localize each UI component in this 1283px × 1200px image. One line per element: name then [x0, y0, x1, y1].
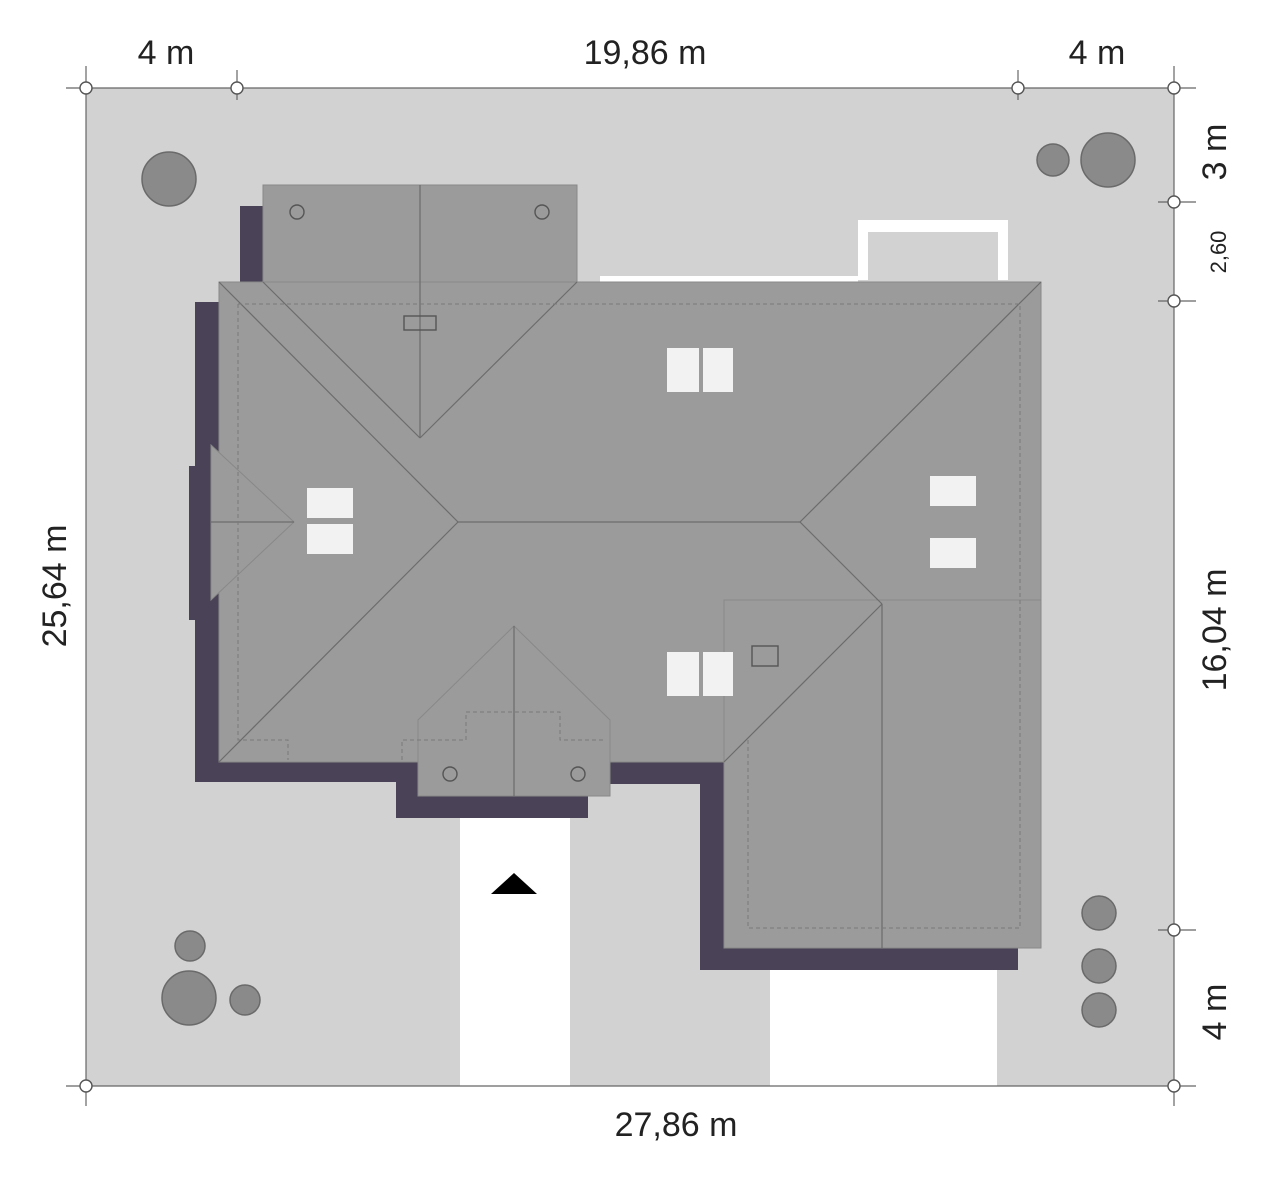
tree-icon	[1080, 132, 1136, 188]
roof-vent	[289, 204, 305, 220]
skylight	[930, 476, 976, 506]
terrace	[600, 220, 1008, 282]
tree-icon	[1081, 895, 1117, 931]
dim-right-bottom: 4 m	[1196, 984, 1234, 1041]
roof-vent	[534, 204, 550, 220]
driveway-gap	[770, 968, 997, 1086]
dim-top-center: 19,86 m	[584, 34, 707, 72]
roof-vent	[442, 766, 458, 782]
dim-top-left: 4 m	[138, 34, 195, 72]
chimney	[751, 645, 779, 667]
trees	[141, 132, 1136, 1028]
skylights	[307, 348, 976, 696]
dim-top-right: 4 m	[1069, 34, 1126, 72]
tree-icon	[1036, 143, 1070, 177]
skylight	[703, 652, 733, 696]
roof-vent	[570, 766, 586, 782]
dimension-markers	[79, 81, 1181, 1093]
dim-right-second: 2,60	[1206, 231, 1231, 274]
tree-icon	[229, 984, 261, 1016]
entrance-arrow-icon	[491, 873, 537, 894]
skylight	[703, 348, 733, 392]
tree-icon	[174, 930, 206, 962]
roof-ridges	[211, 185, 1042, 948]
tree-icon	[161, 970, 217, 1026]
skylight	[307, 488, 353, 518]
chimneys	[289, 204, 779, 782]
tree-icon	[141, 151, 197, 207]
tree-icon	[1081, 992, 1117, 1028]
building-walls	[189, 206, 1018, 970]
dim-left: 25,64 m	[36, 525, 74, 648]
skylight	[667, 348, 699, 392]
chimney	[403, 315, 437, 331]
entrance-path	[460, 818, 570, 1086]
roof-eaves	[237, 303, 1021, 929]
skylight	[667, 652, 699, 696]
skylight	[307, 524, 353, 554]
dim-right-middle: 16,04 m	[1196, 569, 1234, 692]
tree-icon	[1081, 948, 1117, 984]
dim-right-top: 3 m	[1196, 124, 1234, 181]
dim-bottom: 27,86 m	[615, 1106, 738, 1144]
skylight	[930, 538, 976, 568]
